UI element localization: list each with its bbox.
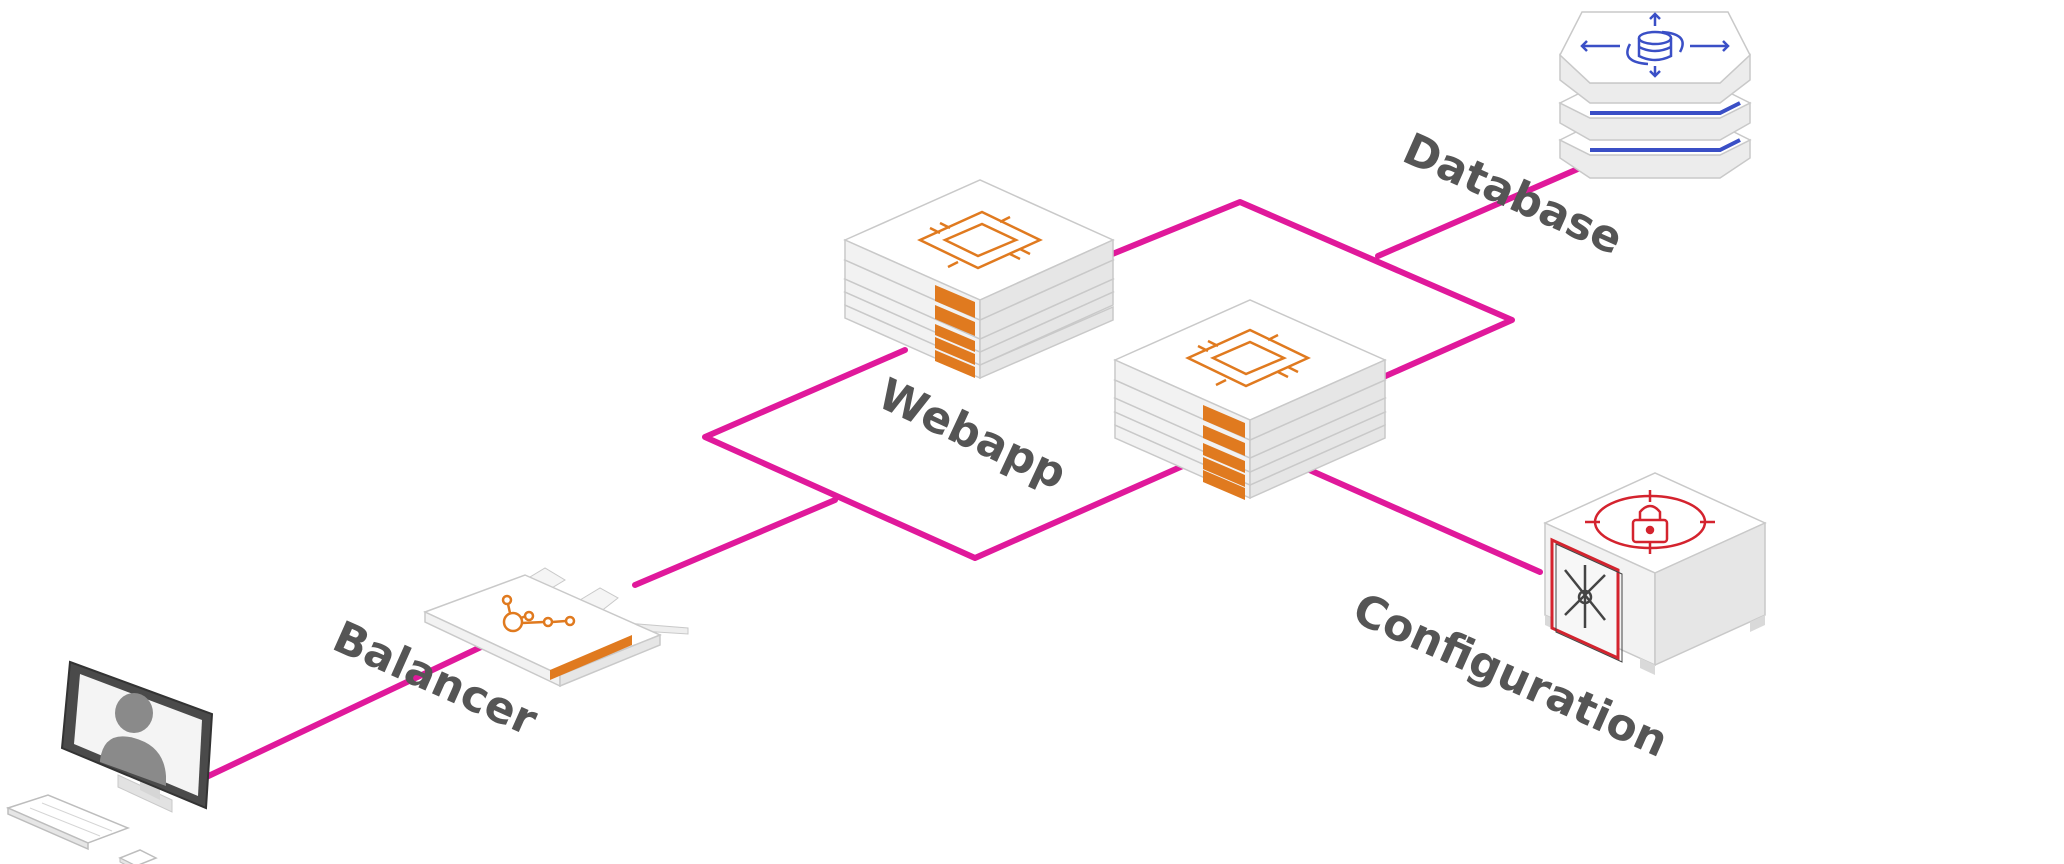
server-layer (1114, 423, 1386, 500)
client-computer[interactable] (5, 660, 214, 864)
database-stack[interactable] (1558, 11, 1752, 179)
server-layer (844, 303, 1114, 380)
label-webapp: Webapp (870, 369, 1074, 500)
mouse-icon (118, 849, 158, 864)
vault-wheel-icon (1564, 565, 1606, 628)
connection-database-link (1375, 165, 1583, 259)
connections (197, 165, 1583, 783)
connection-balancer-webapp (632, 497, 838, 588)
balancer-orange-bar (550, 635, 632, 680)
cpu-chip-icon (1185, 328, 1311, 388)
connection-webapp-database-loop (1102, 199, 1515, 385)
load-balancer[interactable] (423, 567, 689, 688)
load-balancer-icon (501, 594, 576, 633)
configuration-vault[interactable] (1543, 472, 1767, 675)
keyboard-icon (5, 794, 131, 851)
connection-client-balancer (197, 635, 503, 783)
connection-webapp2-configuration (1302, 465, 1543, 575)
user-icon (100, 693, 166, 786)
webapp-server-1[interactable] (843, 179, 1115, 380)
connection-webapp-loop (702, 347, 1188, 561)
webapp-server-2[interactable] (1113, 299, 1387, 500)
cpu-chip-icon (917, 210, 1043, 270)
lock-target-icon (1585, 490, 1715, 554)
database-icon (1580, 12, 1730, 78)
